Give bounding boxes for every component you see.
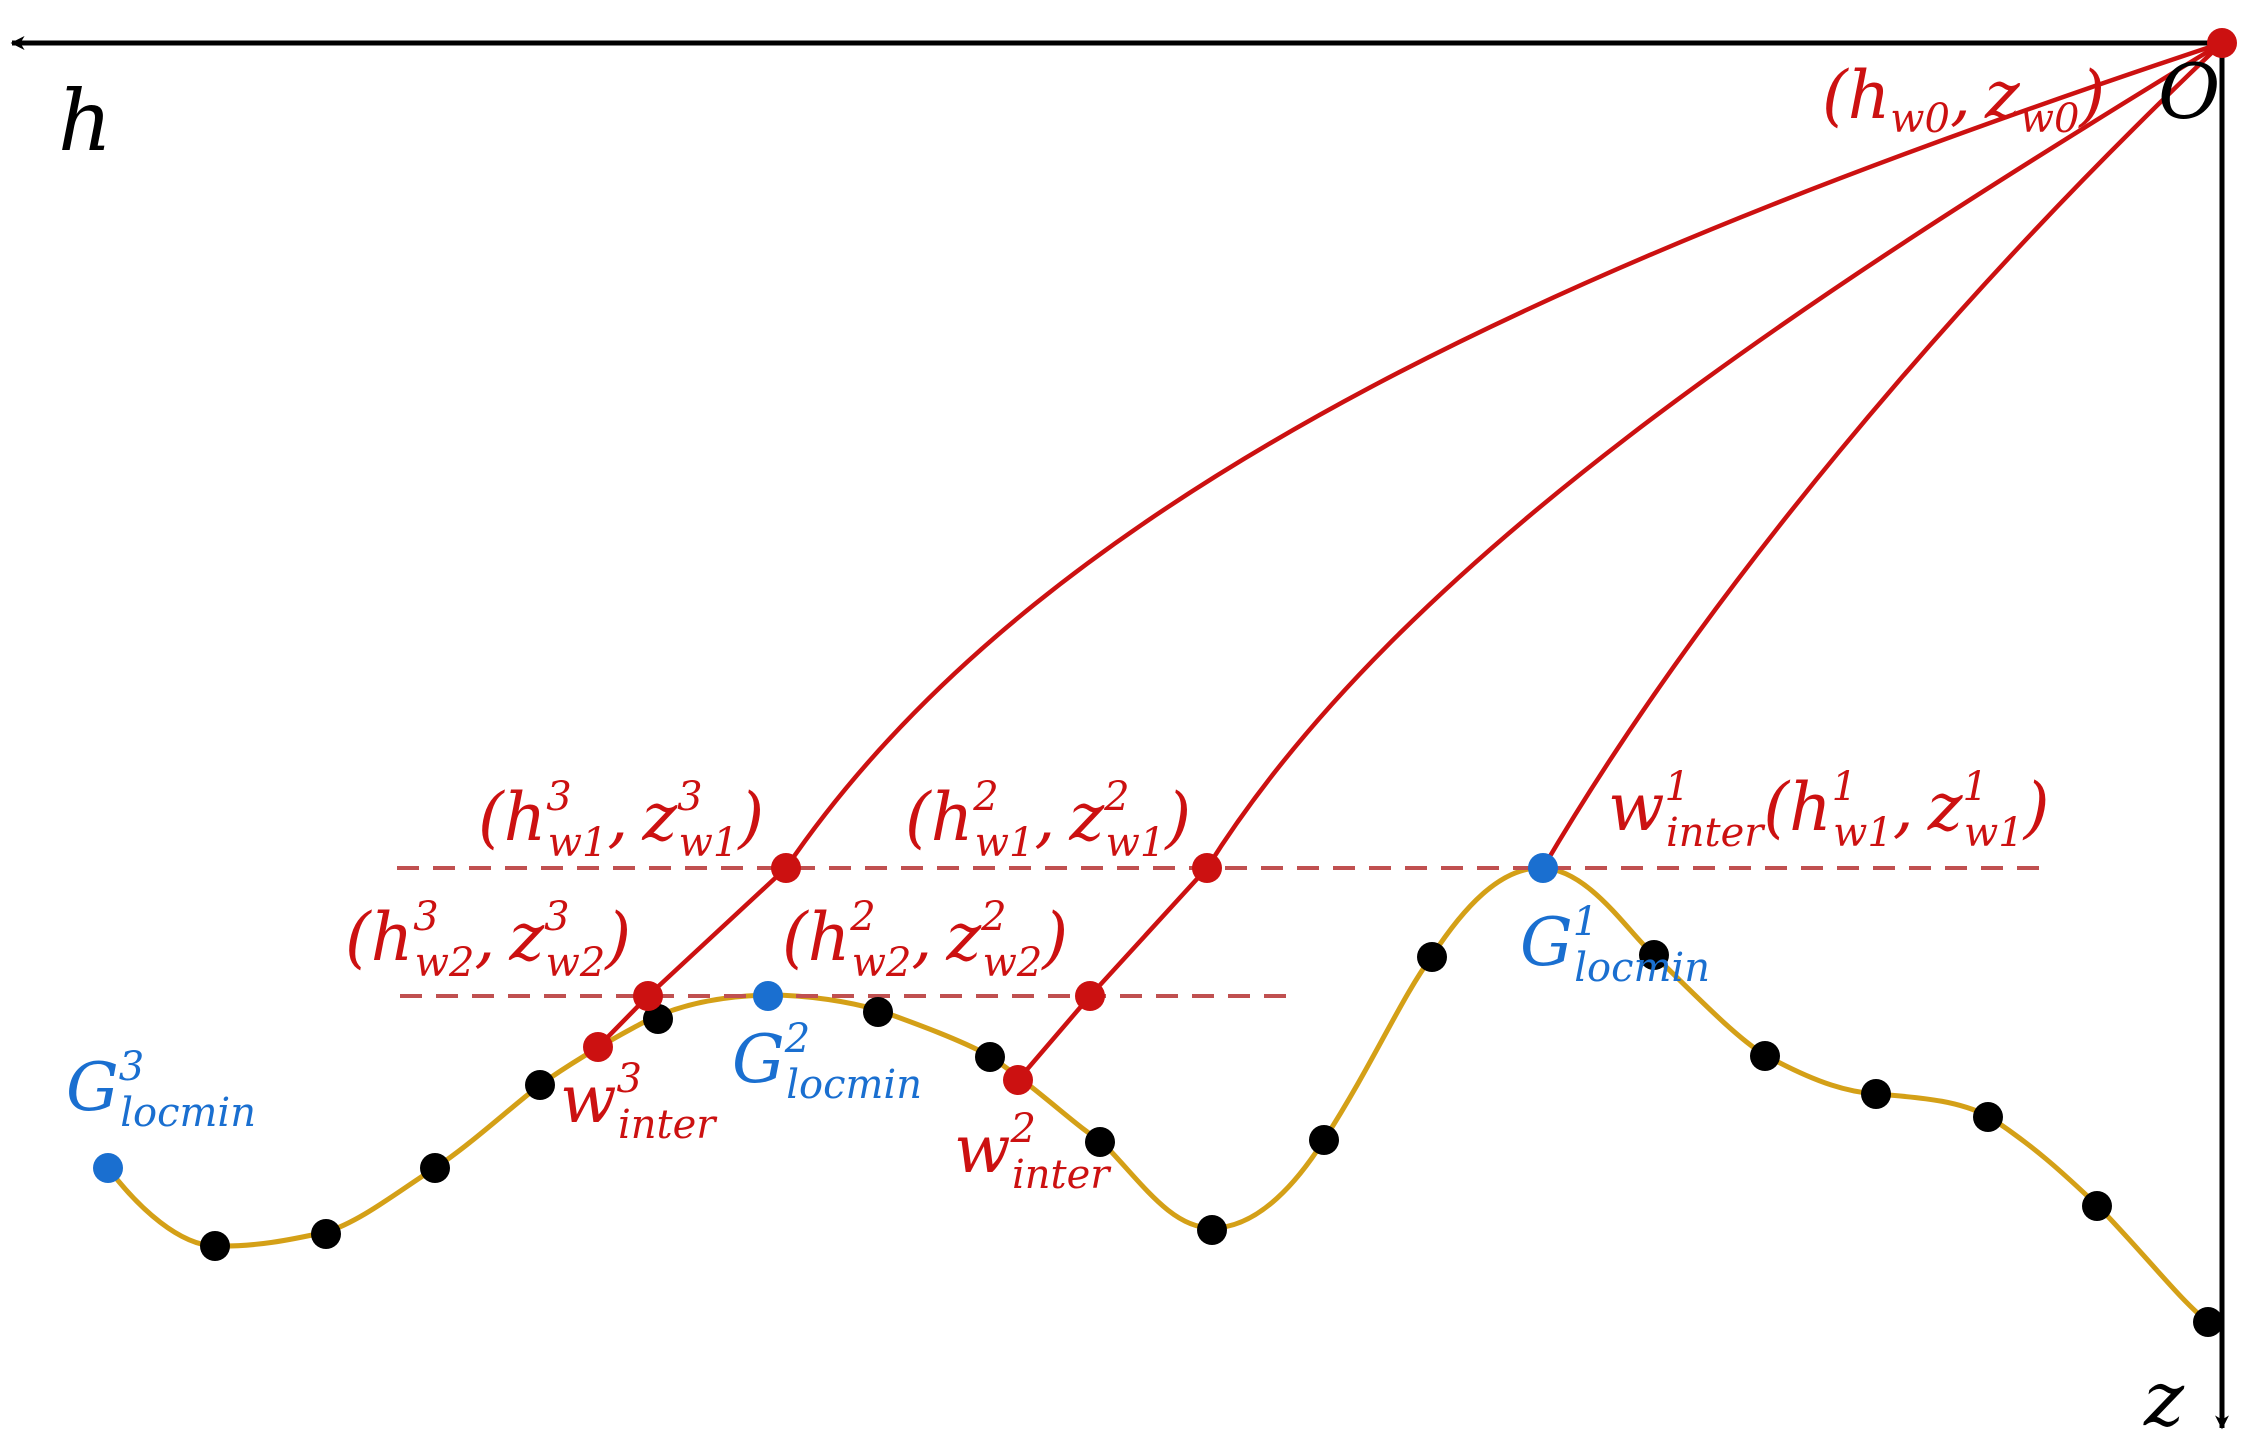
sample-point: [1085, 1127, 1115, 1157]
h-axis-label: h: [58, 72, 112, 170]
sample-point: [525, 1070, 555, 1100]
local-min-g2: [753, 981, 783, 1011]
sample-point: [1750, 1041, 1780, 1071]
z-axis-label: z: [2143, 1354, 2185, 1443]
point-h3-w1: [771, 853, 801, 883]
ray-points: [583, 28, 2237, 1095]
origin-point-label: (hw0,zw0): [1822, 57, 2105, 142]
ray-1: [1541, 41, 2224, 870]
sample-point: [2082, 1191, 2112, 1221]
sample-point: [1309, 1125, 1339, 1155]
sample-points: [200, 940, 2223, 1337]
sample-point: [1973, 1102, 2003, 1132]
sample-point: [420, 1153, 450, 1183]
sample-point: [311, 1219, 341, 1249]
local-minima: [93, 853, 1558, 1183]
point-h2-w1: [1192, 853, 1222, 883]
origin-point: [2207, 28, 2237, 58]
ray-3: [596, 40, 2223, 1049]
intersection-w2: [1003, 1065, 1033, 1095]
sample-point: [1861, 1079, 1891, 1109]
ray-2: [1016, 41, 2224, 1082]
intersection-w3: [583, 1032, 613, 1062]
sample-point: [2193, 1307, 2223, 1337]
sample-point: [863, 997, 893, 1027]
sample-point: [200, 1231, 230, 1261]
sample-point: [975, 1042, 1005, 1072]
origin-label: O: [2158, 47, 2220, 136]
sample-point: [643, 1004, 673, 1034]
point-h2-w2: [1075, 981, 1105, 1011]
local-min-g3: [93, 1153, 123, 1183]
point-h3-w2: [633, 981, 663, 1011]
sample-point: [1417, 942, 1447, 972]
sample-point: [1197, 1215, 1227, 1245]
local-min-g1: [1528, 853, 1558, 883]
sample-point: [1639, 940, 1669, 970]
